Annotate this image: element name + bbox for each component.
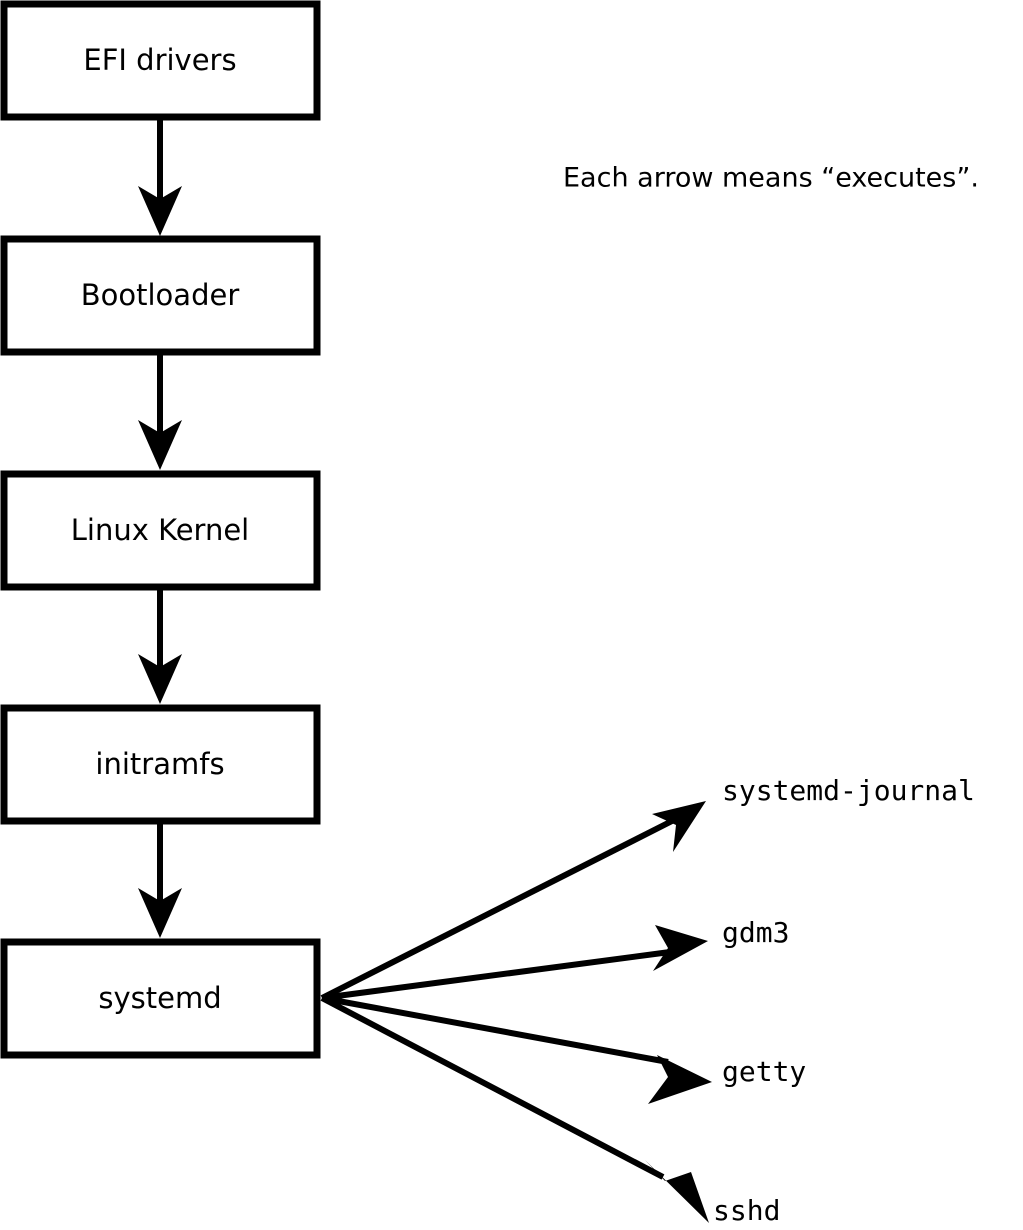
node-linux-kernel[interactable]: Linux Kernel	[0, 470, 321, 591]
edge-initramfs-to-systemd	[138, 822, 182, 938]
connector-line	[320, 818, 674, 1001]
connector-line	[321, 995, 669, 1065]
node-efi-drivers[interactable]: EFI drivers	[0, 0, 321, 121]
edge-efi-drivers-to-bootloader	[138, 118, 182, 236]
edge-systemd-to-sshd	[320, 995, 709, 1223]
node-label: Bootloader	[81, 278, 240, 312]
service-label-gdm3[interactable]: gdm3	[722, 916, 789, 949]
service-label-systemd-journal[interactable]: systemd-journal	[722, 774, 975, 807]
node-systemd[interactable]: systemd	[0, 938, 321, 1059]
node-label: initramfs	[95, 747, 224, 781]
node-box	[0, 704, 321, 825]
arrowhead-icon	[645, 1160, 709, 1223]
arrowhead-down-icon	[138, 888, 182, 938]
edge-bootloader-to-linux-kernel	[138, 352, 182, 470]
edge-systemd-to-getty	[321, 995, 712, 1104]
arrowhead-icon	[652, 801, 706, 852]
service-label-sshd[interactable]: sshd	[713, 1194, 780, 1227]
arrowhead-icon	[653, 925, 708, 971]
node-initramfs[interactable]: initramfs	[0, 704, 321, 825]
connector-line	[320, 995, 665, 1180]
node-label: EFI drivers	[83, 43, 236, 77]
node-box	[0, 470, 321, 591]
node-box	[0, 235, 321, 356]
arrowhead-down-icon	[138, 186, 182, 236]
edge-systemd-to-systemd-journal	[320, 801, 706, 1001]
node-box	[0, 938, 321, 1059]
node-label: Linux Kernel	[71, 513, 249, 547]
service-label-getty[interactable]: getty	[722, 1055, 806, 1088]
node-label: systemd	[98, 981, 221, 1015]
arrowhead-icon	[648, 1055, 712, 1104]
node-bootloader[interactable]: Bootloader	[0, 235, 321, 356]
arrowhead-down-icon	[138, 654, 182, 704]
connector-line	[321, 949, 671, 1001]
arrowhead-down-icon	[138, 420, 182, 470]
edge-linux-kernel-to-initramfs	[138, 588, 182, 704]
node-box	[0, 0, 321, 121]
legend-caption: Each arrow means “executes”.	[563, 163, 979, 194]
edge-systemd-to-gdm3	[321, 925, 708, 1001]
